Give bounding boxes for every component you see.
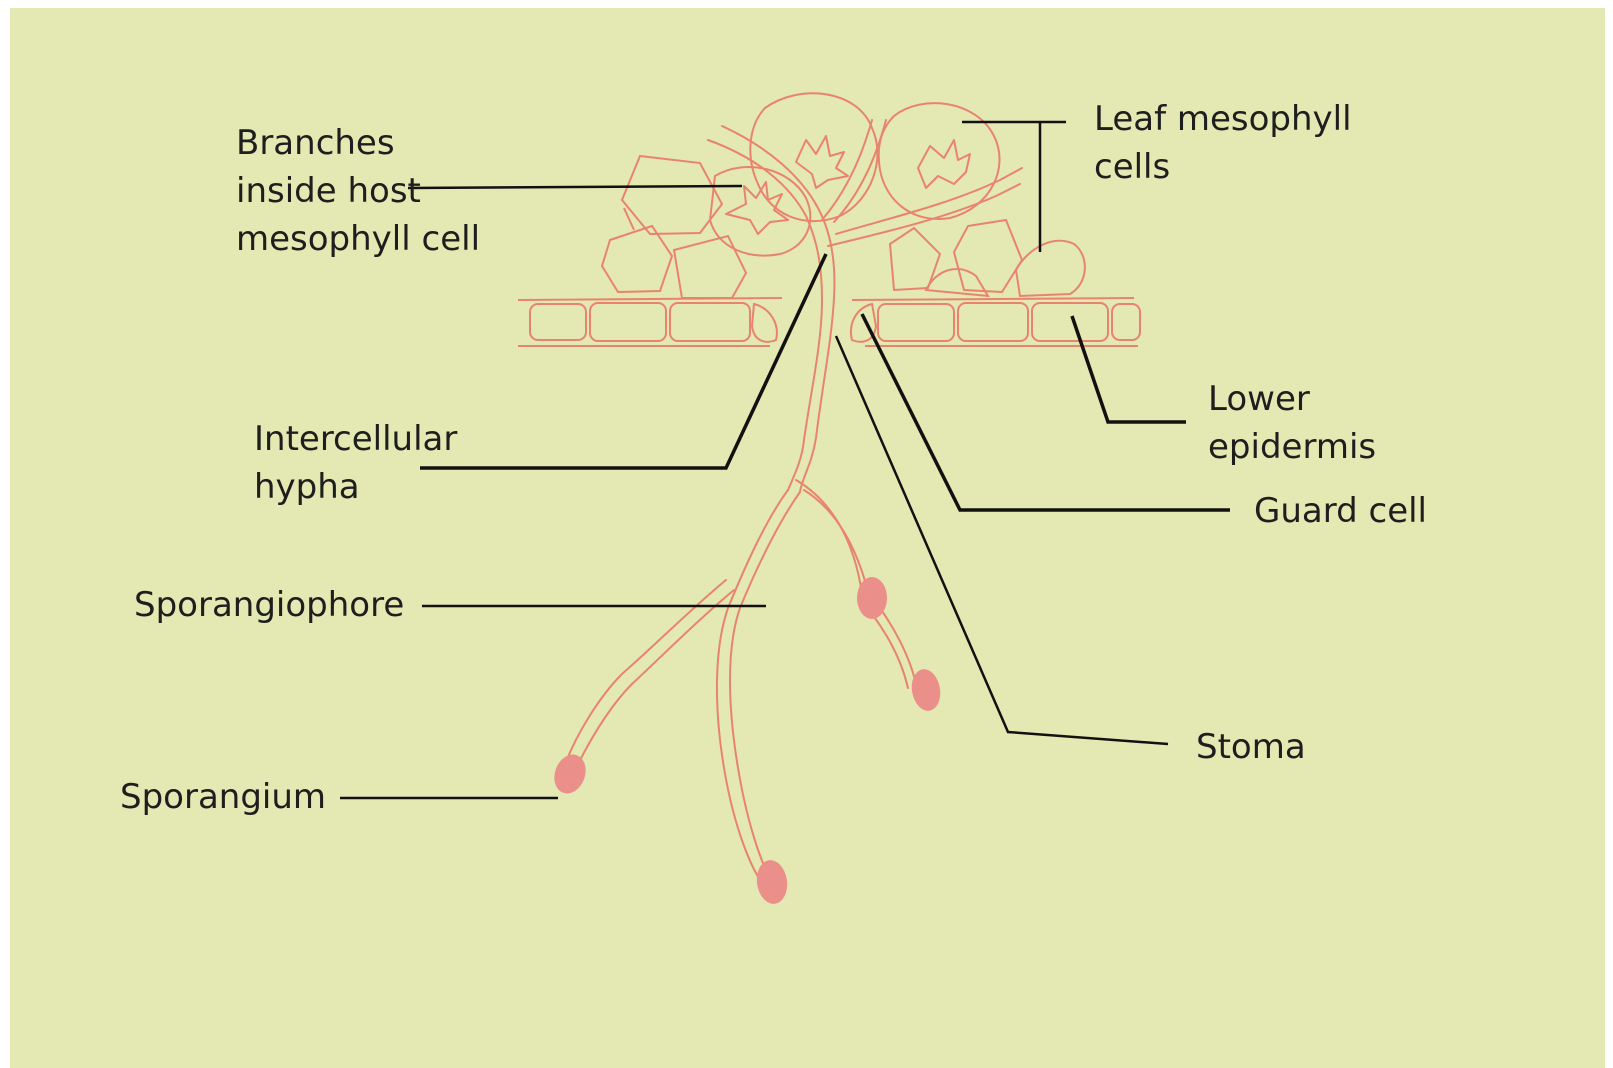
label-line: Intercellular [254, 419, 457, 459]
label-line: hypha [254, 467, 360, 507]
label-sporangiophore: Sporangiophore [134, 585, 404, 625]
label-line: Branches [236, 123, 395, 163]
label-line: epidermis [1208, 427, 1376, 467]
label-line: inside host [236, 171, 421, 211]
label-guard-cell: Guard cell [1254, 491, 1427, 531]
label-line: cells [1094, 147, 1170, 187]
label-line: mesophyll cell [236, 219, 480, 259]
downy-mildew-diagram: Branches inside host mesophyll cell Leaf… [10, 8, 1605, 1068]
label-line: Lower [1208, 379, 1310, 419]
label-line: Leaf mesophyll [1094, 99, 1352, 139]
diagram-background [10, 8, 1605, 1068]
diagram-frame: Branches inside host mesophyll cell Leaf… [10, 8, 1605, 1068]
label-sporangium: Sporangium [120, 777, 326, 817]
label-stoma: Stoma [1196, 727, 1306, 767]
sporangium-body [857, 577, 887, 619]
